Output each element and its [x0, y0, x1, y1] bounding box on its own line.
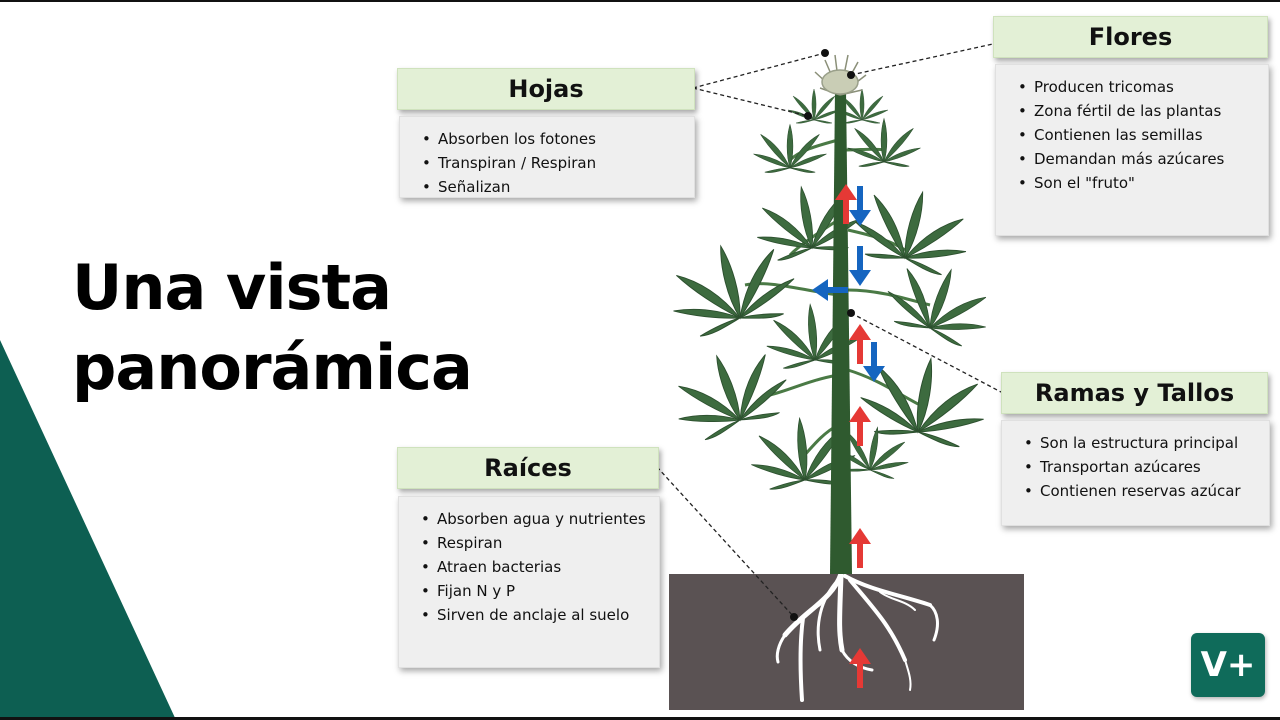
ramas-header: Ramas y Tallos: [1001, 372, 1268, 414]
flores-title: Flores: [1088, 23, 1173, 51]
list-item: Contienen reservas azúcar: [1024, 479, 1269, 503]
flower-top: [814, 54, 867, 96]
flores-box: Producen tricomas Zona fértil de las pla…: [995, 64, 1269, 236]
connector-dots: [790, 49, 855, 621]
ramas-box: Son la estructura principal Transportan …: [1001, 420, 1270, 526]
soil: [669, 574, 1024, 710]
list-item: Respiran: [421, 531, 659, 555]
raices-title: Raíces: [484, 454, 572, 482]
list-item: Producen tricomas: [1018, 75, 1268, 99]
list-item: Zona fértil de las plantas: [1018, 99, 1268, 123]
title-line-1: Una vista: [72, 251, 392, 324]
raices-header: Raíces: [397, 447, 659, 489]
raices-box: Absorben agua y nutrientes Respiran Atra…: [398, 496, 660, 668]
list-item: Son la estructura principal: [1024, 431, 1269, 455]
list-item: Demandan más azúcares: [1018, 147, 1268, 171]
hojas-header: Hojas: [397, 68, 695, 110]
list-item: Transportan azúcares: [1024, 455, 1269, 479]
roots: [775, 571, 939, 702]
connector-lines: [656, 43, 1002, 618]
list-item: Absorben agua y nutrientes: [421, 507, 659, 531]
title-line-2: panorámica: [72, 331, 473, 404]
list-item: Contienen las semillas: [1018, 123, 1268, 147]
hojas-list: Absorben los fotones Transpiran / Respir…: [400, 117, 694, 199]
hojas-box: Absorben los fotones Transpiran / Respir…: [399, 116, 695, 199]
ramas-title: Ramas y Tallos: [1034, 379, 1235, 407]
list-item: Absorben los fotones: [422, 127, 694, 151]
list-item: Transpiran / Respiran: [422, 151, 694, 175]
raices-list: Absorben agua y nutrientes Respiran Atra…: [399, 497, 659, 627]
page-title: Una vista panorámica: [72, 248, 473, 408]
brand-logo: V+: [1191, 633, 1265, 697]
hojas-title: Hojas: [508, 75, 584, 103]
top-border: [0, 0, 1280, 2]
list-item: Fijan N y P: [421, 579, 659, 603]
list-item: Atraen bacterias: [421, 555, 659, 579]
main-stem: [830, 90, 852, 574]
logo-text: V+: [1200, 645, 1256, 685]
list-item: Sirven de anclaje al suelo: [421, 603, 659, 627]
ramas-list: Son la estructura principal Transportan …: [1002, 421, 1269, 503]
bottom-border: [0, 717, 1280, 720]
blue-arrows: [812, 186, 885, 382]
list-item: Son el "fruto": [1018, 171, 1268, 195]
list-item: Señalizan: [422, 175, 694, 199]
flores-header: Flores: [993, 16, 1268, 58]
flores-list: Producen tricomas Zona fértil de las pla…: [996, 65, 1268, 195]
